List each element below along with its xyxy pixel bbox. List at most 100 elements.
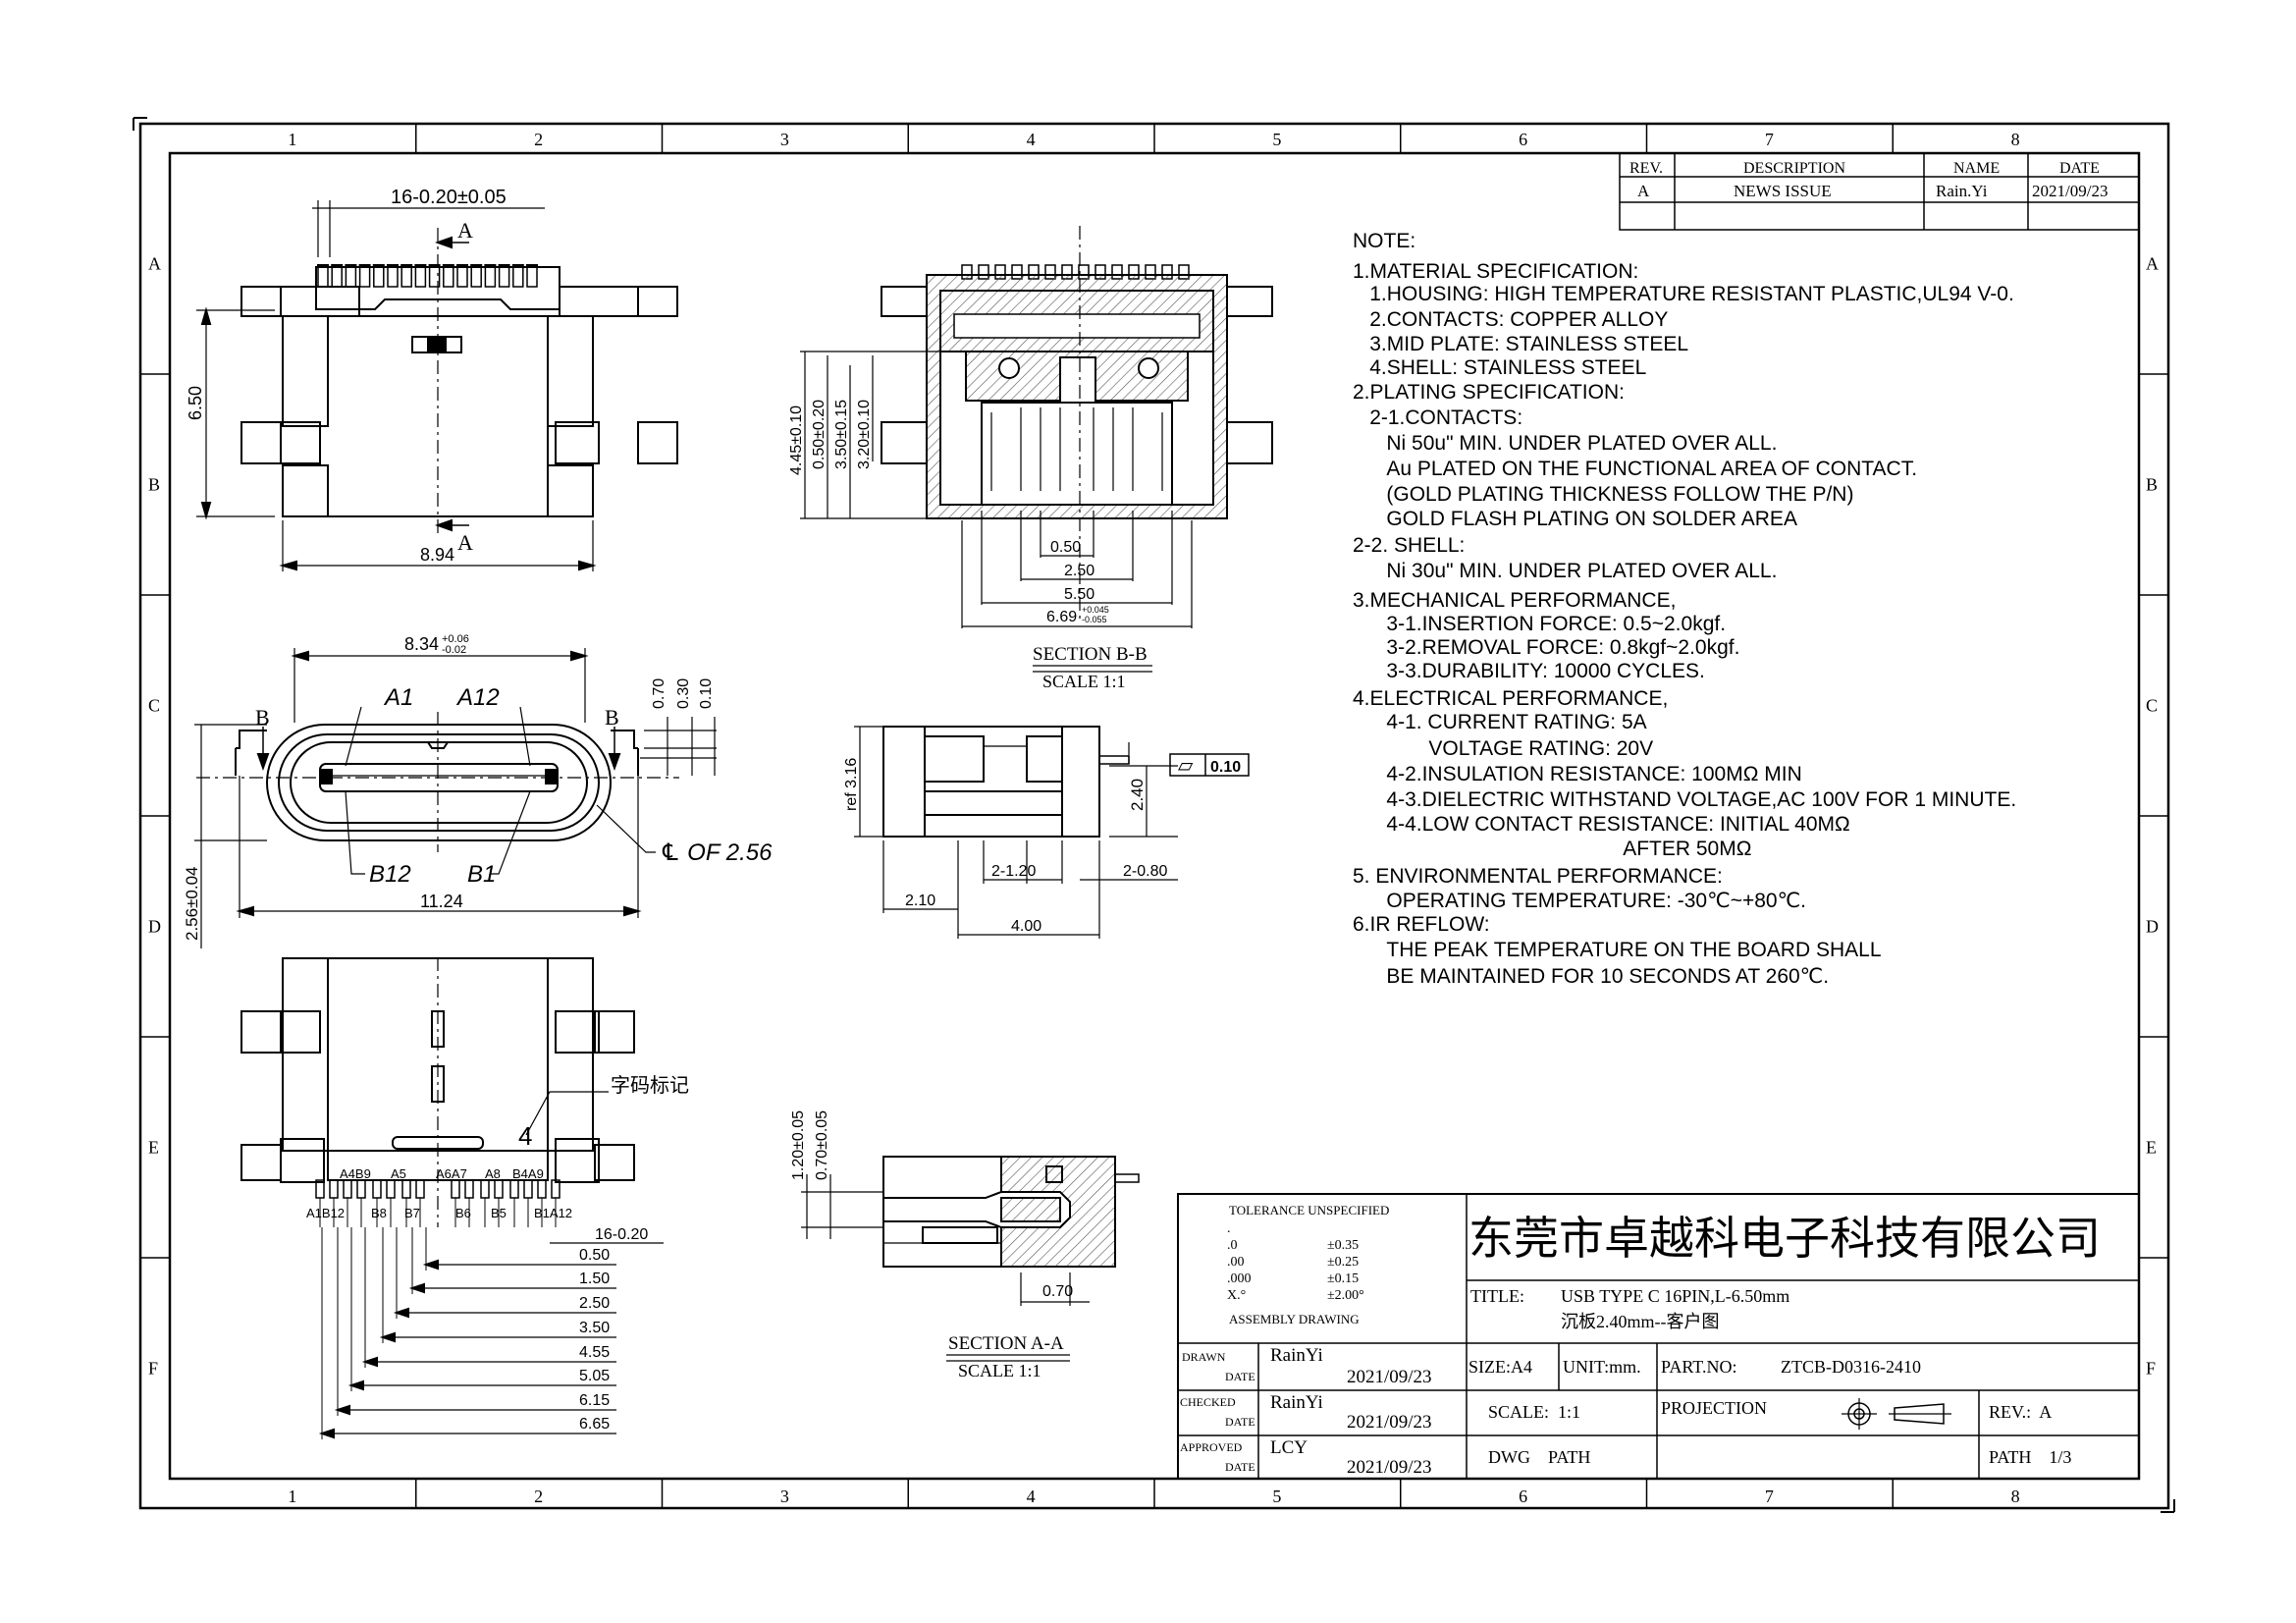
front-label-a12: A12 — [455, 684, 500, 711]
top-pin — [456, 264, 468, 288]
bottom-offset-dim: 6.65 — [579, 1416, 610, 1433]
rev-header-date: DATE — [2059, 160, 2100, 177]
grid-col-top: 5 — [1272, 130, 1281, 149]
bottom-pin — [509, 1179, 519, 1199]
note-line: (GOLD PLATING THICKNESS FOLLOW THE P/N) — [1386, 483, 1853, 506]
note-line: VOLTAGE RATING: 20V — [1428, 737, 1653, 760]
top-section-mark-upper: A — [457, 218, 473, 243]
front-width-total: 11.24 — [420, 892, 463, 911]
bb-title: SECTION B-B — [1033, 644, 1148, 665]
tb-drawn-label: DRAWN — [1182, 1350, 1226, 1364]
bottom-offset-dim: 5.05 — [579, 1368, 610, 1384]
side-height: 2.40 — [1128, 779, 1147, 811]
note-line: OPERATING TEMPERATURE: -30℃~+80℃. — [1386, 890, 1806, 912]
bb-dim-669: 6.69 — [1046, 609, 1077, 625]
bottom-pin — [343, 1179, 352, 1199]
top-pin — [414, 264, 427, 288]
grid-col-top: 1 — [288, 130, 296, 149]
top-view-pins — [317, 264, 538, 288]
tb-drawn-name: RainYi — [1270, 1345, 1323, 1366]
note-line: 2.CONTACTS: COPPER ALLOY — [1369, 308, 1668, 331]
note-line: 4-1. CURRENT RATING: 5A — [1386, 711, 1646, 733]
side-dim-length: 4.00 — [1011, 918, 1041, 935]
tb-approved-label: APPROVED — [1180, 1440, 1243, 1454]
side-dim-offset: 2.10 — [905, 893, 935, 909]
grid-row-left: A — [148, 254, 161, 274]
top-view — [196, 200, 678, 571]
bottom-pin-label-top: A5 — [391, 1166, 406, 1181]
bottom-pin — [372, 1179, 382, 1199]
bottom-pin-label-bottom: B5 — [491, 1206, 507, 1220]
note-line: 1.MATERIAL SPECIFICATION: — [1353, 260, 1638, 283]
note-line: GOLD FLASH PLATING ON SOLDER AREA — [1386, 508, 1797, 530]
tolerance-value: ±0.35 — [1327, 1238, 1359, 1253]
grid-col-bottom: 7 — [1765, 1487, 1774, 1506]
aa-dim-120: 1.20±0.05 — [790, 1110, 807, 1180]
grid-row-left: F — [148, 1359, 158, 1379]
note-line: 6.IR REFLOW: — [1353, 913, 1490, 936]
front-label-b12: B12 — [369, 861, 411, 888]
grid-col-bottom: 8 — [2011, 1487, 2020, 1506]
side-view — [854, 726, 1250, 939]
tolerance-key: .00 — [1227, 1255, 1245, 1270]
tb-projection: PROJECTION — [1661, 1398, 1767, 1418]
section-bb — [800, 226, 1273, 673]
tb-part-label: PART.NO: — [1661, 1357, 1736, 1377]
note-line: 4.SHELL: STAINLESS STEEL — [1369, 356, 1646, 379]
flatness-value: 0.10 — [1210, 759, 1241, 776]
grid-col-bottom: 2 — [534, 1487, 543, 1506]
title-block — [1177, 1193, 2140, 1480]
tb-checked-date: 2021/09/23 — [1347, 1412, 1432, 1433]
tb-drawn-date-label: DATE — [1225, 1370, 1255, 1383]
note-line: 2-1.CONTACTS: — [1369, 406, 1522, 429]
grid-row-left: C — [148, 696, 160, 716]
tb-approved-date: 2021/09/23 — [1347, 1457, 1432, 1478]
bottom-pin — [494, 1179, 504, 1199]
bb-dim-550: 5.50 — [1064, 586, 1095, 603]
note-line: Au PLATED ON THE FUNCTIONAL AREA OF CONT… — [1386, 458, 1917, 480]
grid-col-bottom: 5 — [1272, 1487, 1281, 1506]
bb-dim-445: 4.45±0.10 — [788, 406, 805, 475]
tb-size: SIZE:A4 — [1468, 1357, 1532, 1377]
tb-tolerance-dot: . — [1227, 1221, 1231, 1236]
top-pin — [498, 264, 510, 288]
front-section-mark-right: B — [605, 705, 619, 730]
flatness-symbol: ▱ — [1178, 755, 1194, 777]
bottom-pin — [451, 1179, 460, 1199]
front-height: 2.56±0.04 — [183, 866, 201, 941]
bb-dim-669-tol-upper: +0.045 — [1082, 605, 1109, 615]
tolerance-value: ±0.25 — [1327, 1255, 1359, 1270]
top-pin — [443, 264, 454, 288]
bottom-pin-label-bottom: A1B12 — [306, 1206, 345, 1220]
grid-col-bottom: 4 — [1027, 1487, 1036, 1506]
tb-unit: UNIT:mm. — [1563, 1357, 1641, 1377]
bottom-pin-label-bottom: B8 — [371, 1206, 387, 1220]
note-line: THE PEAK TEMPERATURE ON THE BOARD SHALL — [1386, 939, 1881, 961]
bb-dim-250: 2.50 — [1064, 563, 1095, 579]
side-ref: ref 3.16 — [843, 758, 860, 811]
grid-row-right: C — [2146, 696, 2158, 716]
note-line: NOTE: — [1353, 230, 1415, 252]
note-line: 2-2. SHELL: — [1353, 534, 1465, 557]
notes: NOTE:1.MATERIAL SPECIFICATION:1.HOUSING:… — [1353, 230, 2016, 988]
tb-part-no: ZTCB-D0316-2410 — [1781, 1357, 1921, 1377]
side-dim-pitch-b: 2-0.80 — [1123, 863, 1167, 880]
bottom-pin — [480, 1179, 490, 1199]
rev-row-desc: NEWS ISSUE — [1734, 182, 1832, 200]
note-line: 4-2.INSULATION RESISTANCE: 100MΩ MIN — [1386, 763, 1801, 785]
note-line: 4-3.DIELECTRIC WITHSTAND VOLTAGE,AC 100V… — [1386, 788, 2016, 811]
grid-col-top: 6 — [1519, 130, 1527, 149]
note-line: 3.MID PLATE: STAINLESS STEEL — [1369, 333, 1688, 355]
top-pin — [512, 264, 524, 288]
rev-row-name: Rain.Yi — [1936, 182, 1988, 200]
rev-row-rev: A — [1637, 182, 1650, 200]
bottom-offset-dim: 3.50 — [579, 1320, 610, 1336]
note-line: 3-3.DURABILITY: 10000 CYCLES. — [1386, 660, 1705, 682]
tolerance-value: ±2.00° — [1327, 1288, 1364, 1303]
bottom-pin — [464, 1179, 474, 1199]
tb-scale: SCALE: 1:1 — [1488, 1402, 1580, 1422]
bottom-pin — [415, 1179, 425, 1199]
bottom-pin-label-top: A6A7 — [436, 1166, 467, 1181]
